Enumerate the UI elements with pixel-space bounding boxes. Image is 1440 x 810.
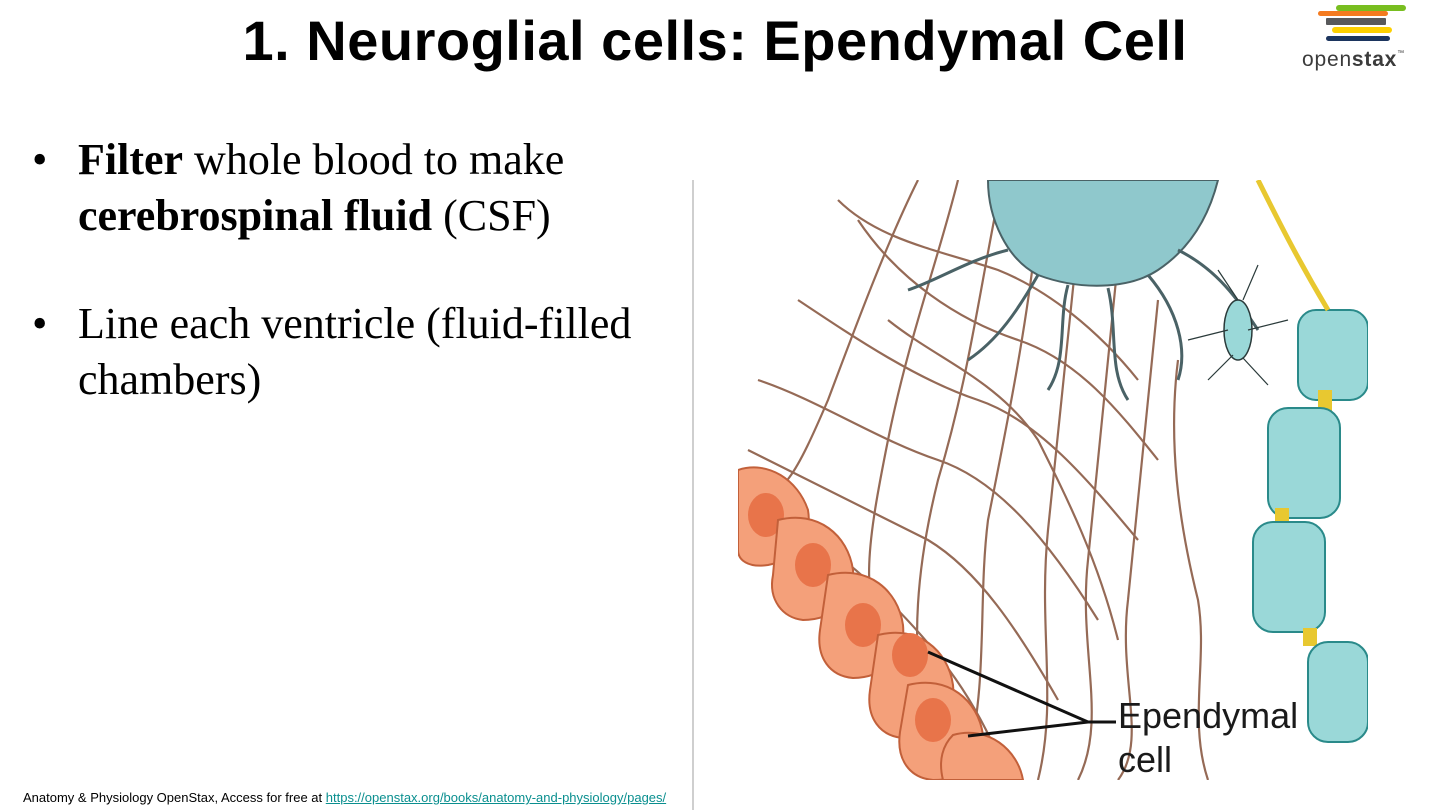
ependymal-cell-illustration [738, 180, 1368, 780]
bullet-text: Line each ventricle (fluid-filled chambe… [78, 299, 632, 404]
openstax-logo-bars-icon [1318, 5, 1406, 41]
label-leader-lines [927, 650, 1116, 738]
fibrous-cell [1187, 264, 1289, 386]
bullet-glyph: • [32, 135, 48, 184]
bullet-text: (CSF) [432, 191, 551, 240]
neuroglia-processes [738, 180, 1210, 780]
figure-label-line2: cell [1118, 739, 1173, 780]
ependymal-cell-layer [738, 466, 1025, 780]
logo-bar-gray [1326, 18, 1386, 25]
logo-word-bold: stax [1351, 48, 1398, 71]
content-divider [692, 180, 694, 810]
bullet-bold-csf: cerebrospinal fluid [78, 191, 433, 240]
logo-bar-green [1336, 5, 1406, 11]
slide-title: 1. Neuroglial cells: Ependymal Cell [242, 9, 1188, 72]
bullet-bold-filter: Filter [78, 135, 184, 184]
bullet-glyph: • [32, 299, 48, 348]
attribution-footer: Anatomy & Physiology OpenStax, Access fo… [23, 790, 666, 805]
figure-label-line1: Ependymal [1118, 695, 1299, 736]
attribution-link[interactable]: https://openstax.org/books/anatomy-and-p… [325, 790, 667, 805]
logo-trademark: ™ [1397, 50, 1405, 57]
openstax-logo: openstax™ [1296, 2, 1436, 74]
bullet-text: whole blood to make [183, 135, 565, 184]
logo-bar-orange [1318, 11, 1388, 16]
astrocyte-cell [907, 180, 1260, 401]
logo-bar-navy [1326, 36, 1390, 41]
bullet-list: • Filter whole blood to make cerebrospin… [30, 132, 670, 460]
bullet-item-filter: • Filter whole blood to make cerebrospin… [30, 132, 670, 244]
attribution-text: Anatomy & Physiology OpenStax, Access fo… [23, 790, 326, 805]
myelinated-axon [1252, 180, 1368, 743]
logo-wordmark: openstax™ [1302, 48, 1405, 72]
figure-label-ependymal-cell: Ependymal cell [1118, 694, 1298, 782]
logo-word-light: open [1302, 48, 1352, 71]
bullet-item-ventricle: • Line each ventricle (fluid-filled cham… [30, 296, 670, 408]
logo-bar-yellow [1332, 27, 1392, 33]
